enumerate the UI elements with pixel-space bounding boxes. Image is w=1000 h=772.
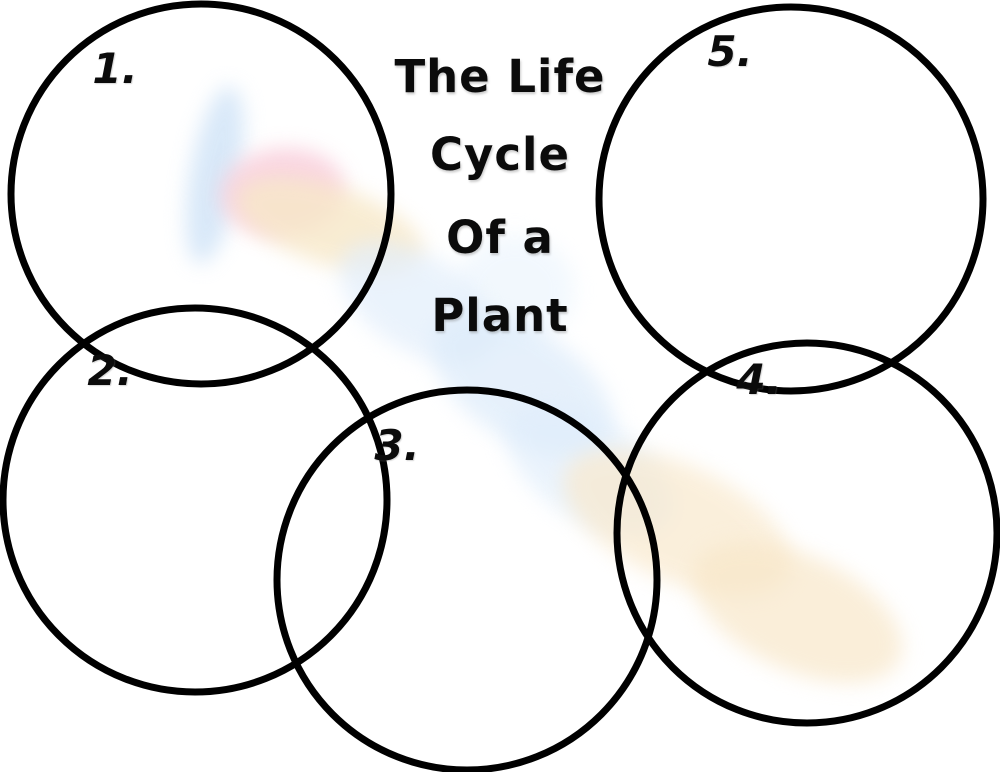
circle-5-fill <box>599 7 983 391</box>
circle-3-number-label: 3. <box>374 421 420 470</box>
worksheet-title-line-1: The Life <box>394 50 606 103</box>
worksheet-title-line-4: Plant <box>431 289 569 342</box>
worksheet-title-line-2: Cycle <box>430 128 570 181</box>
circle-2-outline <box>0 304 391 696</box>
circle-2-number-label: 2. <box>87 346 133 395</box>
circle-5-number-label: 5. <box>707 27 753 76</box>
circle-5-outline <box>595 3 987 395</box>
worksheet-title-line-3: Of a <box>446 211 554 264</box>
circle-4-number-label: 4. <box>736 355 782 404</box>
circle-1-number-label: 1. <box>92 44 138 93</box>
